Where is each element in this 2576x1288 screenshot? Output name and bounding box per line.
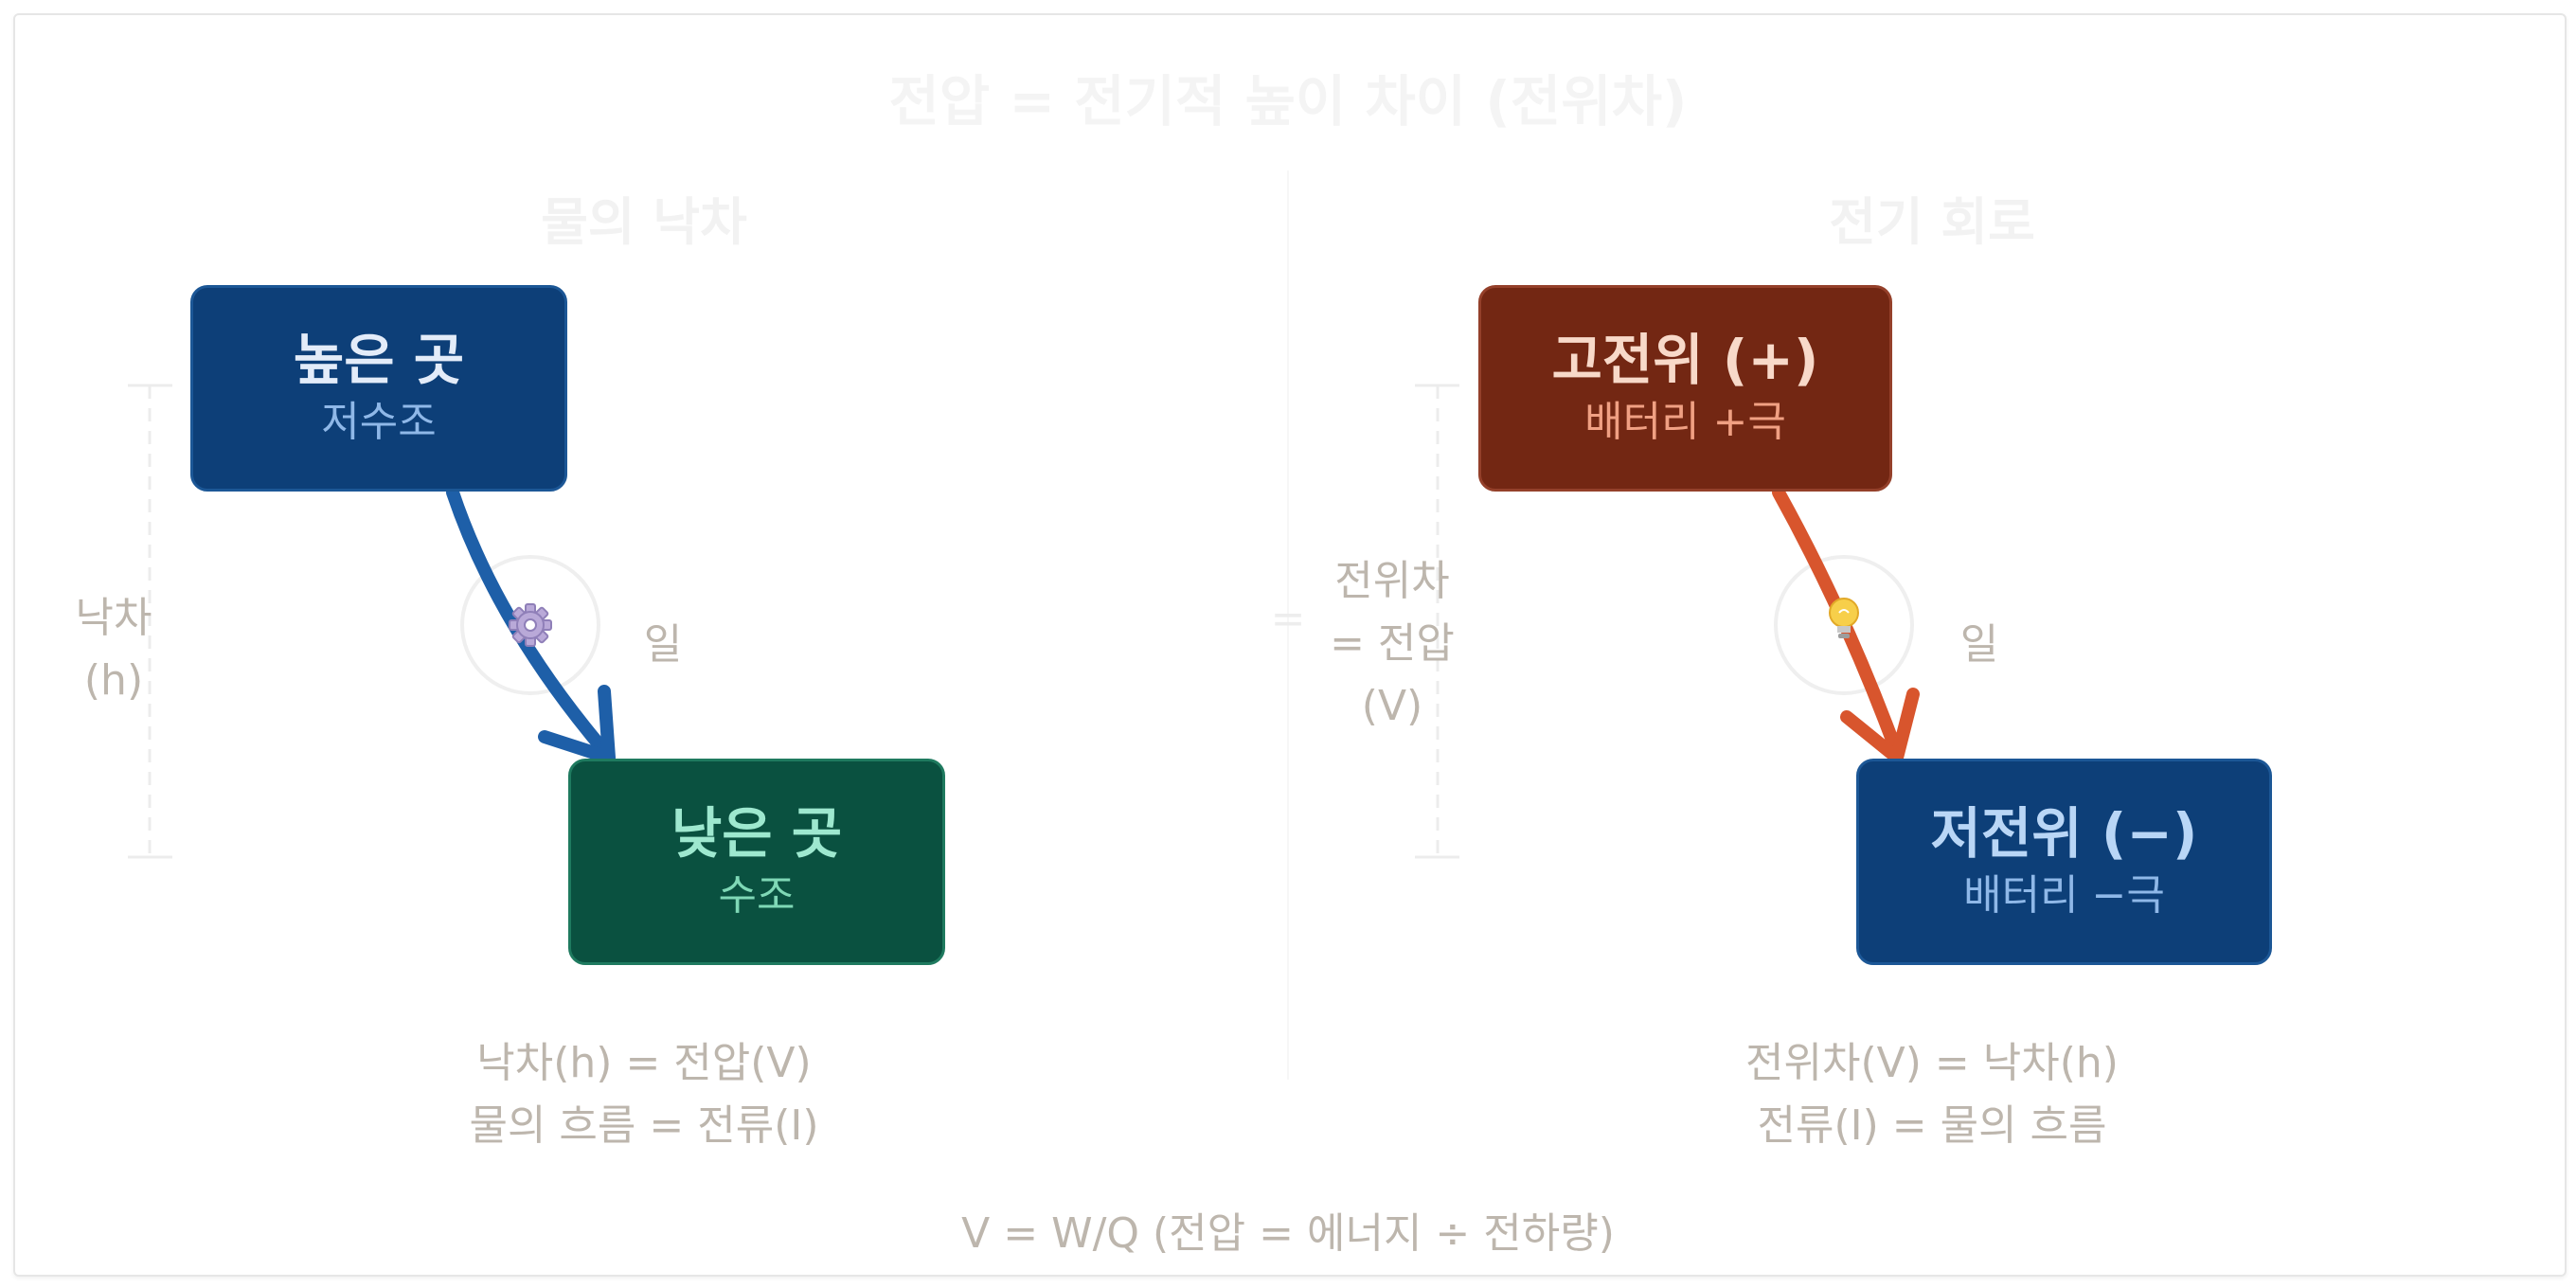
low-potential-label: 저전위 (−) xyxy=(1930,801,2198,866)
diagram-title: 전압 = 전기적 높이 차이 (전위차) xyxy=(888,69,1688,134)
right-height-bracket xyxy=(1415,384,1459,859)
right-formulas: 전위차(V) = 낙차(h) 전류(I) = 물의 흐름 xyxy=(1648,1032,2216,1157)
high-potential-box: 고전위 (+) 배터리 +극 xyxy=(1478,285,1892,492)
center-divider xyxy=(1287,170,1289,1080)
high-potential-sub: 배터리 +극 xyxy=(1584,398,1786,446)
gear-icon xyxy=(509,603,552,647)
left-work-label: 일 xyxy=(643,620,683,669)
high-reservoir-box: 높은 곳 저수조 xyxy=(190,285,567,492)
high-reservoir-label: 높은 곳 xyxy=(293,328,465,392)
equivalence-symbol: = xyxy=(1270,595,1306,643)
water-height-label: 낙차 (h) xyxy=(75,594,152,705)
left-formula-current: 물의 흐름 = 전류(I) xyxy=(469,1101,819,1150)
high-reservoir-sub: 저수조 xyxy=(321,398,437,446)
low-tank-label: 낮은 곳 xyxy=(671,801,843,866)
left-formula-voltage: 낙차(h) = 전압(V) xyxy=(476,1039,812,1087)
left-formulas: 낙차(h) = 전압(V) 물의 흐름 = 전류(I) xyxy=(360,1032,928,1157)
diagram-frame xyxy=(13,13,2567,1277)
right-formula-potential: 전위차(V) = 낙차(h) xyxy=(1745,1039,2119,1087)
low-potential-sub: 배터리 −극 xyxy=(1963,871,2165,920)
potential-difference-label: 전위차 = 전압 (V) xyxy=(1330,557,1455,730)
footer-formula: V = W/Q (전압 = 에너지 ÷ 전하량) xyxy=(961,1209,1615,1258)
right-work-label: 일 xyxy=(1959,620,1999,669)
high-potential-label: 고전위 (+) xyxy=(1551,328,1819,392)
left-heading: 물의 낙차 xyxy=(541,192,747,252)
right-formula-current: 전류(I) = 물의 흐름 xyxy=(1757,1101,2107,1150)
low-tank-sub: 수조 xyxy=(718,871,796,920)
low-tank-box: 낮은 곳 수조 xyxy=(568,759,945,965)
left-height-bracket xyxy=(128,384,172,859)
right-device-circle xyxy=(1774,555,1914,695)
left-device-circle xyxy=(460,555,600,695)
right-heading: 전기 회로 xyxy=(1829,192,2035,252)
low-potential-box: 저전위 (−) 배터리 −극 xyxy=(1856,759,2272,965)
lightbulb-icon xyxy=(1829,598,1859,638)
